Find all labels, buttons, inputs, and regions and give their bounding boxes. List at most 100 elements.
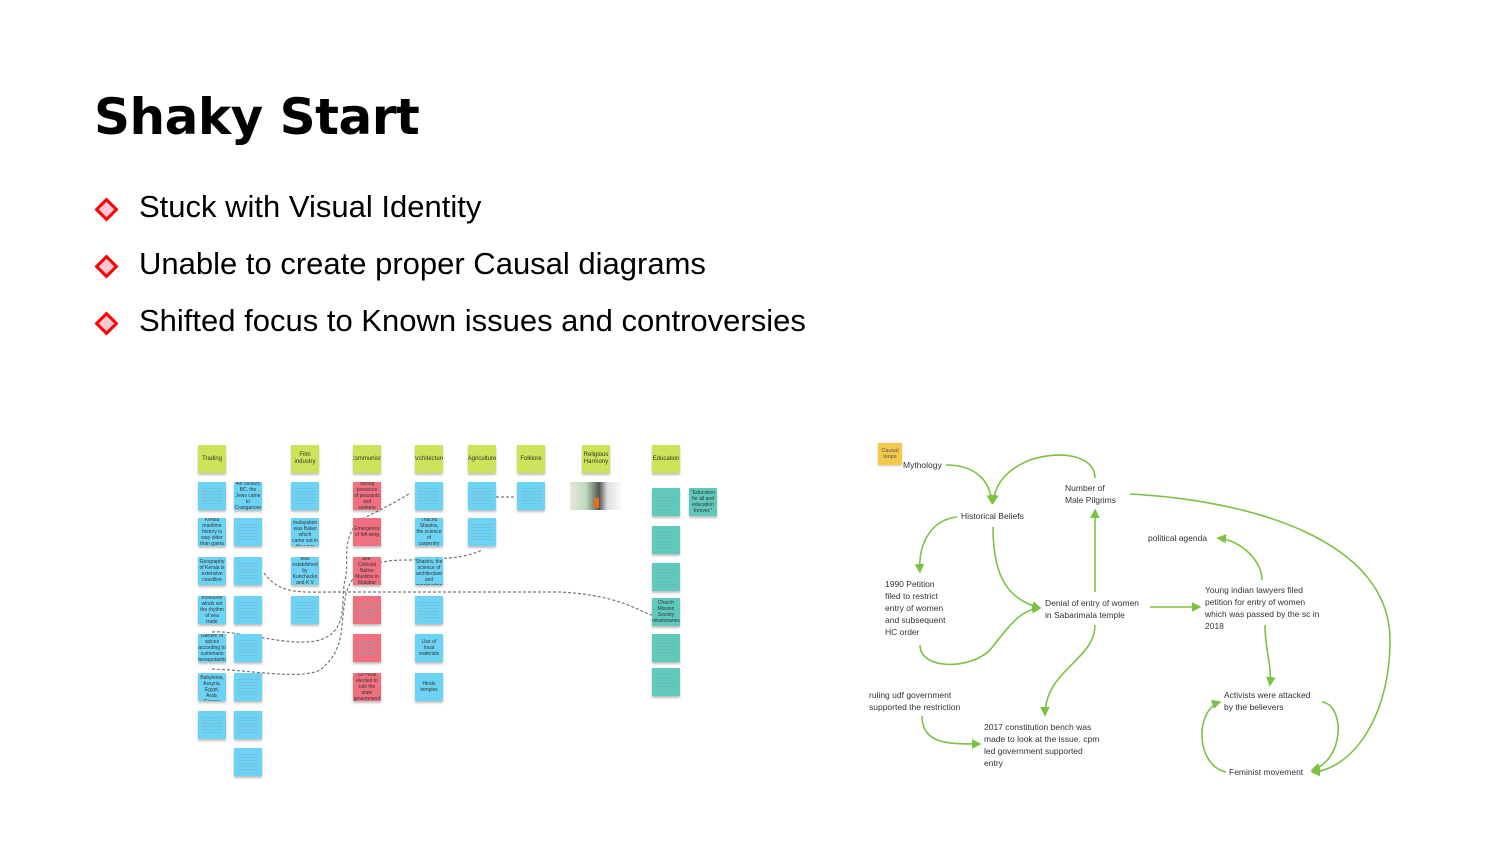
note-text-lines [655,532,677,548]
sticky-note: Garden of spices according to sumerians … [198,634,226,662]
sticky-note: Geography of Kerala is extensive coastli… [198,557,226,585]
sticky-note: Vastu Shastra, the science of architectu… [415,557,443,585]
note-text-lines [655,494,677,510]
note-text-lines [201,488,223,504]
arrow [1040,624,1096,717]
note-text-lines [237,524,259,540]
religious-harmony-photo [570,482,623,510]
slide-title: Shaky Start [94,88,420,146]
sticky-note [415,596,443,624]
bullet-list: Stuck with Visual Identity Unable to cre… [94,178,806,349]
sticky-header: Education [652,445,680,473]
note-text-lines [471,524,493,540]
sticky-note [234,557,262,585]
sticky-note [652,488,680,516]
arrow [919,604,1042,666]
bullet-item: Unable to create proper Causal diagrams [94,235,806,292]
sticky-note [234,634,262,662]
sticky-header: Agriculture [468,445,496,473]
note-text-lines [237,754,259,770]
note-text-lines [356,602,378,618]
note-text-lines [294,488,316,504]
causal-loops-sticky: Causal loops [878,443,902,465]
note-text-lines [237,563,259,579]
node-historical-beliefs: Historical Beliefs [961,511,1024,521]
note-text-lines [201,717,223,733]
node-2017-bench: 2017 constitution bench was made to look… [984,722,1100,768]
sticky-note: Church Mission Society missionaries [652,598,680,626]
sticky-header: Communism [353,445,381,473]
note-text-lines [237,717,259,733]
node-male-pilgrims: Number of Male Pilgrims [1065,483,1117,505]
node-political-agenda: political agenda [1148,533,1208,543]
arrow [914,516,958,574]
note-text-lines [418,488,440,504]
sticky-note: Strong presence of peasants and workers [353,482,381,510]
sticky-header: Religious Harmony [582,445,610,473]
node-udf-government: ruling udf government supported the rest… [869,690,961,712]
note-text-lines [655,640,677,656]
sticky-note [234,518,262,546]
arrow [921,715,982,749]
note-text-lines [294,602,316,618]
node-activists-attacked: Activists were attacked by the believers [1224,690,1311,712]
sticky-note [234,711,262,739]
sticky-header: Film industry [291,445,319,473]
node-1990-petition: 1990 Petition filed to restrict entry of… [885,579,946,637]
bullet-text: Stuck with Visual Identity [139,188,482,224]
arrow [945,464,997,505]
sticky-note [652,668,680,696]
note-text-lines [356,640,378,656]
bullet-item: Stuck with Visual Identity [94,178,806,235]
arrow [992,526,1042,611]
sticky-note [234,596,262,624]
arrow [1129,493,1391,777]
sticky-note [652,634,680,662]
sticky-note: 4th century BC, the Jews came to Crangan… [234,482,262,510]
sticky-note: "Education for all and education forever… [689,488,717,516]
sticky-note [198,482,226,510]
sticky-header: Trading [198,445,226,473]
node-young-lawyers: Young indian lawyers filed petition for … [1205,585,1320,631]
note-text-lines [655,674,677,690]
sticky-header: Folklore [517,445,545,473]
arrow [1310,701,1339,773]
note-text-lines [237,640,259,656]
arrow [1264,624,1276,687]
sticky-note [468,518,496,546]
sticky-note: Udaya Studios was established by Kunchac… [291,557,319,585]
note-text-lines [471,488,493,504]
arrow [989,454,1096,505]
sticky-note [234,673,262,701]
sticky-note [468,482,496,510]
sticky-note [353,634,381,662]
bullet-text: Shifted focus to Known issues and contro… [139,302,806,338]
sticky-note [291,596,319,624]
sticky-note: Kerala maritime history is way older tha… [198,518,226,546]
sticky-note [517,482,545,510]
note-text-lines [237,679,259,695]
sticky-note: Emergence of left wing [353,518,381,546]
node-feminist-movement: Feminist movement [1229,767,1304,777]
arrow [1216,533,1263,581]
sticky-note: Hindu temples [415,673,443,701]
sticky-note [291,482,319,510]
sticky-note: monsoon winds set the rhythm of sea trad… [198,596,226,624]
sticky-note [415,482,443,510]
node-denial-of-entry: Denial of entry of women in Sabarimala t… [1045,598,1140,620]
sticky-header: Architecture [415,445,443,473]
sticky-note [234,748,262,776]
sticky-note: anti-Colonial Native Muslims in Malabar [353,557,381,585]
sticky-note: Use of local materials [415,634,443,662]
note-text-lines [418,602,440,618]
sticky-note [353,596,381,624]
sticky-note: Merchants from Babylonia, Assyria, Egypt… [198,673,226,701]
sticky-note [198,711,226,739]
sticky-note [652,526,680,554]
sticky-note: The first talkie in malayalam was Balan … [291,518,319,546]
note-text-lines [237,602,259,618]
sticky-note: In 1957 the CPI was elected to rule the … [353,673,381,701]
bullet-text: Unable to create proper Causal diagrams [139,245,706,281]
